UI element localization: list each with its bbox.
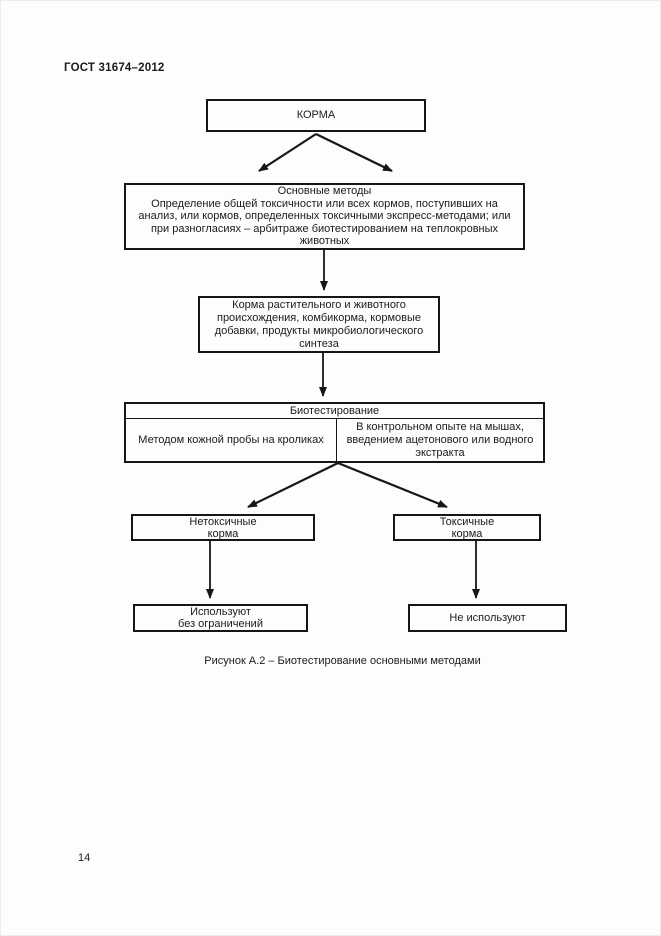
doc-header: ГОСТ 31674–2012 [64,62,165,74]
main-methods-title: Основные методы [277,185,372,198]
biotest-mice-cell: В контрольном опыте на мышах, введением … [346,420,534,459]
arrow-biotest-nontoxic [247,462,339,508]
figure-caption: Рисунок А.2 – Биотестирование основными … [204,655,481,667]
not-use-box: Не используют [408,604,567,632]
arrow-biotest-toxic [337,461,448,509]
nontoxic-box: Нетоксичные корма [131,514,315,541]
arrow-korma-right [315,133,393,172]
biotest-table: Биотестирование Методом кожной пробы на … [124,402,545,463]
feeds-text: Корма растительного и животного происхож… [214,298,424,350]
toxic-label: Токсичные корма [439,515,495,540]
main-methods-text: Определение общей токсичности или всех к… [138,197,511,248]
arrow-korma-left [258,133,317,172]
toxic-box: Токсичные корма [393,514,541,541]
page-number: 14 [78,852,91,864]
biotest-header-cell: Биотестирование [126,404,543,419]
feeds-box: Корма растительного и животного происхож… [198,296,440,353]
korma-label: КОРМА [296,109,336,121]
biotest-rabbit-cell: Методом кожной пробы на кроликах [126,419,337,461]
biotest-body-row: Методом кожной пробы на кроликах В контр… [126,419,543,461]
korma-box: КОРМА [206,99,426,132]
main-methods-box: Основные методы Определение общей токсич… [124,183,525,250]
nontoxic-label: Нетоксичные корма [189,515,257,540]
use-label: Используют без ограничений [178,606,263,630]
use-box: Используют без ограничений [133,604,308,632]
not-use-label: Не используют [449,611,526,624]
